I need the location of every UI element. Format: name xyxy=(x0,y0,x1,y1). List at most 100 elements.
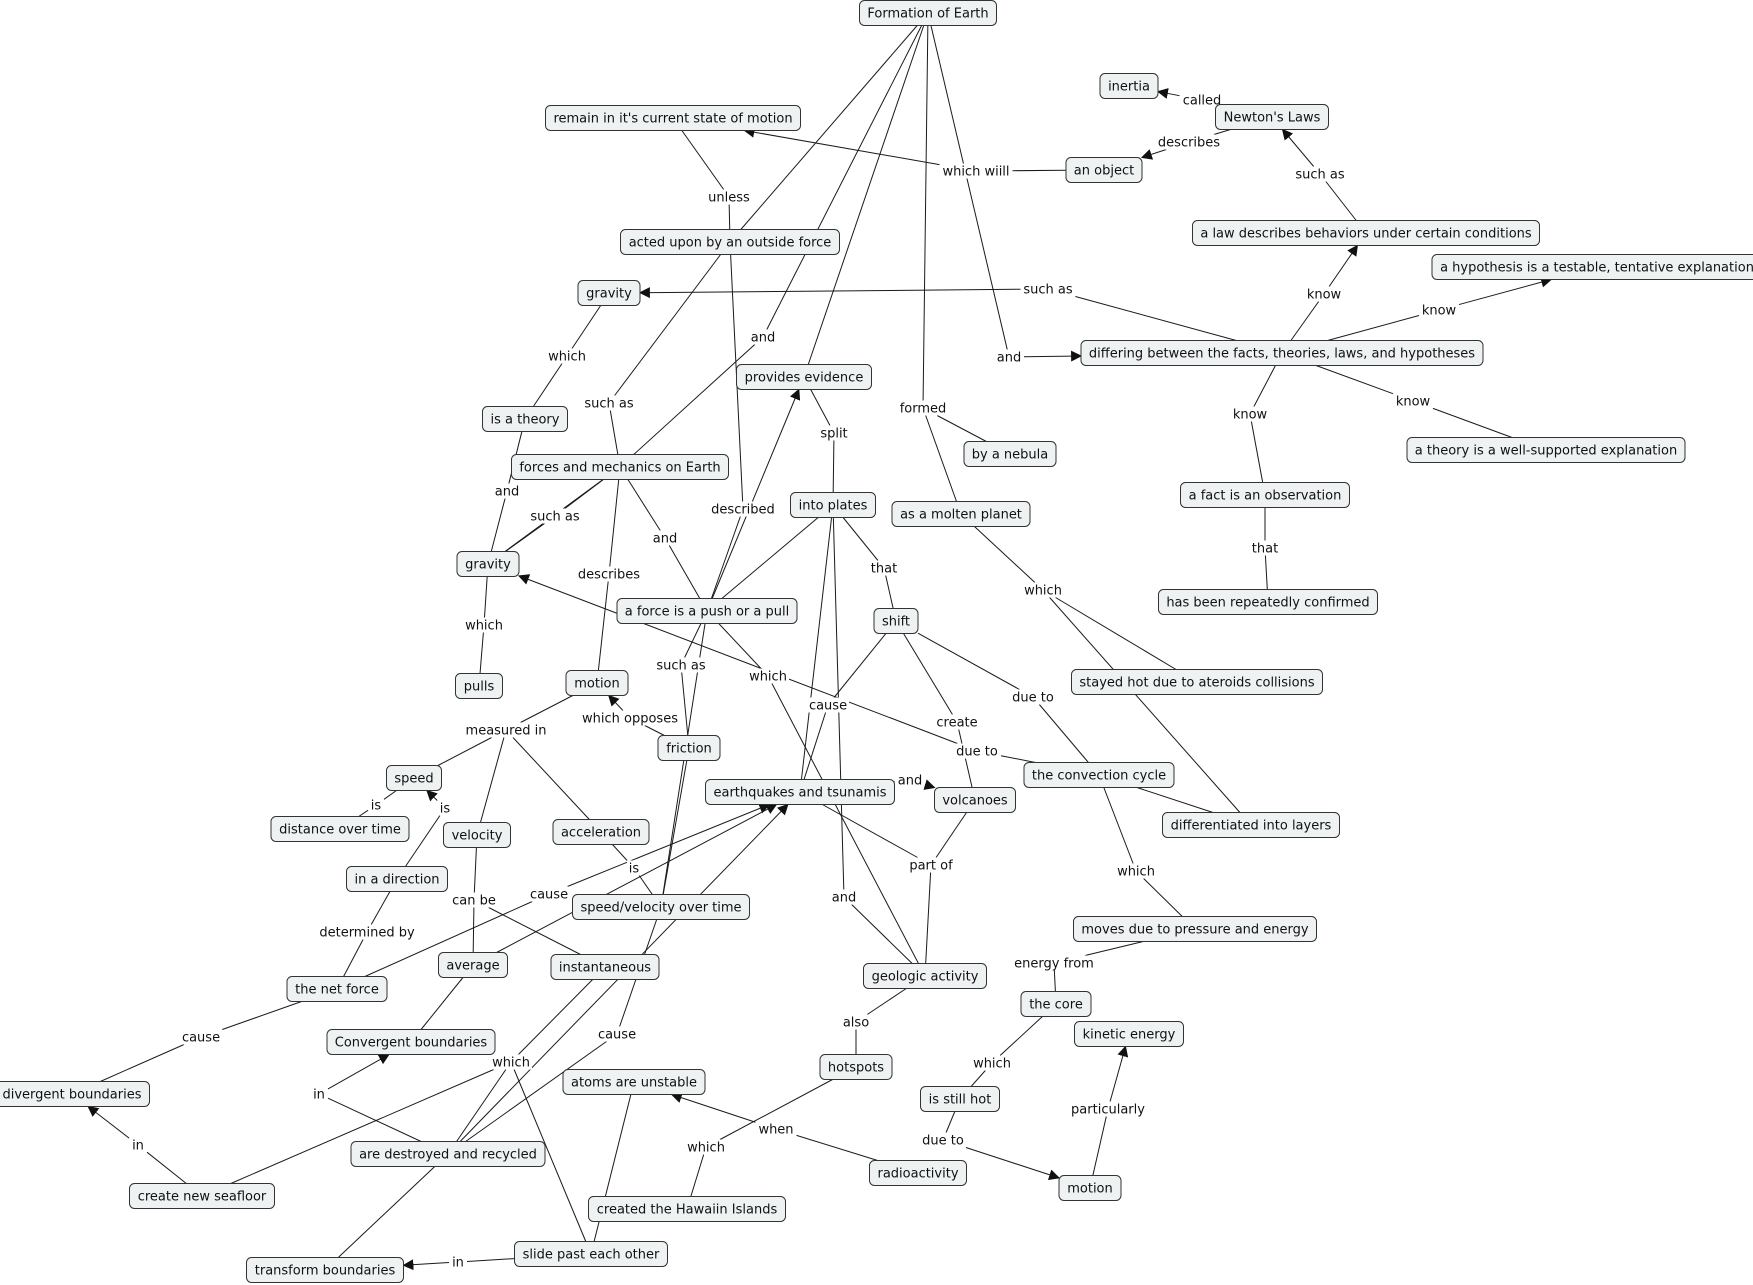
link-label-bg xyxy=(940,163,1012,179)
concept-net-force[interactable]: the net force xyxy=(286,976,388,1002)
concept-law[interactable]: a law describes behaviors under certain … xyxy=(1192,220,1540,246)
concept-text: motion xyxy=(1067,1182,1113,1197)
concept-into-plates[interactable]: into plates xyxy=(790,492,876,518)
connector-convection-to-due-to-gravity xyxy=(1000,755,1036,763)
connector-and-diff-to-differing xyxy=(1023,350,1083,362)
concept-convection[interactable]: the convection cycle xyxy=(1023,762,1175,788)
concept-text: a force is a push or a pull xyxy=(625,605,789,620)
link-label-bg xyxy=(490,1054,532,1070)
concept-differentiated[interactable]: differentiated into layers xyxy=(1162,812,1340,838)
concept-text: kinetic energy xyxy=(1083,1028,1176,1043)
concept-repeat[interactable]: has been repeatedly confirmed xyxy=(1158,589,1378,615)
link-label-unless: unless xyxy=(706,189,752,206)
link-label-text: know xyxy=(1307,288,1342,303)
concept-forces-mech[interactable]: forces and mechanics on Earth xyxy=(511,454,729,480)
link-label-and-diff: and xyxy=(995,349,1023,366)
link-label-such-as-laws: such as xyxy=(1293,166,1347,183)
concept-convergent[interactable]: Convergent boundaries xyxy=(326,1029,496,1055)
connector-shift-to-due-to-conv xyxy=(917,632,1020,690)
connector-slide-to-in-transform xyxy=(466,1258,515,1262)
concept-text: provides evidence xyxy=(745,371,864,386)
concept-speed[interactable]: speed xyxy=(386,765,442,791)
concept-gravity[interactable]: gravity xyxy=(456,551,520,577)
concept-box xyxy=(1058,1175,1122,1201)
connector-cause-atoms-to-destroyed xyxy=(465,1041,607,1142)
link-label-bg xyxy=(651,530,679,546)
concept-atoms[interactable]: atoms are unstable xyxy=(562,1069,706,1095)
concept-slide[interactable]: slide past each other xyxy=(514,1241,668,1267)
concept-by-nebula[interactable]: by a nebula xyxy=(963,441,1057,467)
concept-average[interactable]: average xyxy=(438,952,508,978)
connector-and-force-to-force-push xyxy=(668,545,701,599)
concept-provides-evidence[interactable]: provides evidence xyxy=(736,364,872,390)
concept-direction[interactable]: in a direction xyxy=(346,866,448,892)
concept-box xyxy=(863,963,987,989)
connector-is-velocity-to-speed xyxy=(426,789,438,802)
concept-instantaneous[interactable]: instantaneous xyxy=(550,954,660,980)
concept-stayed-hot[interactable]: stayed hot due to ateroids collisions xyxy=(1071,669,1323,695)
connector-measured-in-to-acceleration xyxy=(512,737,590,820)
link-label-bg xyxy=(1394,393,1432,409)
link-label-is-speed: is xyxy=(369,797,383,814)
concept-destroyed[interactable]: are destroyed and recycled xyxy=(350,1141,546,1167)
concept-text: moves due to pressure and energy xyxy=(1081,923,1308,938)
concept-box xyxy=(588,1196,786,1222)
connector-newtons-laws-to-describes xyxy=(1213,129,1231,135)
concept-remain[interactable]: remain in it's current state of motion xyxy=(545,105,801,131)
concept-hotspots[interactable]: hotspots xyxy=(819,1054,893,1080)
concept-inertia[interactable]: inertia xyxy=(1099,73,1159,99)
connector-into-plates-to-force-push xyxy=(721,517,819,599)
link-label-text: which wiill xyxy=(942,165,1009,180)
link-label-text: create xyxy=(936,716,977,731)
concept-acted-upon[interactable]: acted upon by an outside force xyxy=(620,229,840,255)
concept-text: created the Hawaiin Islands xyxy=(597,1203,778,1218)
concept-velocity[interactable]: velocity xyxy=(443,822,511,848)
concept-earthquakes[interactable]: earthquakes and tsunamis xyxy=(705,779,895,805)
concept-newtons-laws[interactable]: Newton's Laws xyxy=(1215,104,1329,130)
concept-differing[interactable]: differing between the facts, theories, l… xyxy=(1080,340,1484,366)
concept-acceleration[interactable]: acceleration xyxy=(552,819,650,845)
concept-moves-pressure[interactable]: moves due to pressure and energy xyxy=(1073,916,1317,942)
concept-volcanoes[interactable]: volcanoes xyxy=(934,787,1016,813)
concept-pulls[interactable]: pulls xyxy=(455,673,503,699)
concept-still-hot[interactable]: is still hot xyxy=(920,1086,1000,1112)
concept-motion-bottom[interactable]: motion xyxy=(1058,1175,1122,1201)
link-label-which-slide: which xyxy=(490,1054,532,1071)
concept-radioactivity[interactable]: radioactivity xyxy=(869,1160,967,1186)
concept-divergent[interactable]: divergent boundaries xyxy=(0,1081,150,1107)
concept-motion-top[interactable]: motion xyxy=(565,670,629,696)
link-label-text: energy from xyxy=(1014,957,1094,972)
concept-shift[interactable]: shift xyxy=(873,608,919,634)
concept-kinetic[interactable]: kinetic energy xyxy=(1074,1021,1184,1047)
concept-text: pulls xyxy=(464,680,495,695)
concept-geologic[interactable]: geologic activity xyxy=(863,963,987,989)
concept-seafloor[interactable]: create new seafloor xyxy=(129,1183,275,1209)
concept-theory-def[interactable]: a theory is a well-supported explanation xyxy=(1406,437,1686,463)
link-label-bg xyxy=(438,800,452,816)
link-label-called: called xyxy=(1180,92,1224,109)
concept-box xyxy=(286,976,388,1002)
link-label-when: when xyxy=(756,1121,796,1138)
concept-force-push[interactable]: a force is a push or a pull xyxy=(616,598,798,624)
concept-is-theory[interactable]: is a theory xyxy=(482,406,568,432)
concept-core[interactable]: the core xyxy=(1020,991,1092,1017)
concept-box xyxy=(1099,73,1159,99)
concept-box xyxy=(1065,157,1143,183)
concept-hypothesis[interactable]: a hypothesis is a testable, tentative ex… xyxy=(1431,254,1753,280)
concept-formation[interactable]: Formation of Earth xyxy=(859,0,997,26)
link-label-text: cause xyxy=(598,1028,636,1043)
concept-speed-time[interactable]: speed/velocity over time xyxy=(572,894,750,920)
concept-distance[interactable]: distance over time xyxy=(270,816,410,842)
link-label-which-molten: which xyxy=(1022,582,1064,599)
concept-friction[interactable]: friction xyxy=(657,735,721,761)
concept-text: Newton's Laws xyxy=(1224,111,1321,126)
connector-such-as-forces-to-forces-mech xyxy=(609,410,619,455)
concept-an-object[interactable]: an object xyxy=(1065,157,1143,183)
concept-transform[interactable]: transform boundaries xyxy=(246,1257,404,1283)
concept-box xyxy=(565,670,629,696)
concept-gravity-top[interactable]: gravity xyxy=(577,280,641,306)
concept-molten[interactable]: as a molten planet xyxy=(891,501,1031,527)
connector-still-hot-to-due-to-radio xyxy=(945,1111,956,1133)
concept-fact[interactable]: a fact is an observation xyxy=(1180,482,1350,508)
concept-hawaii[interactable]: created the Hawaiin Islands xyxy=(588,1196,786,1222)
